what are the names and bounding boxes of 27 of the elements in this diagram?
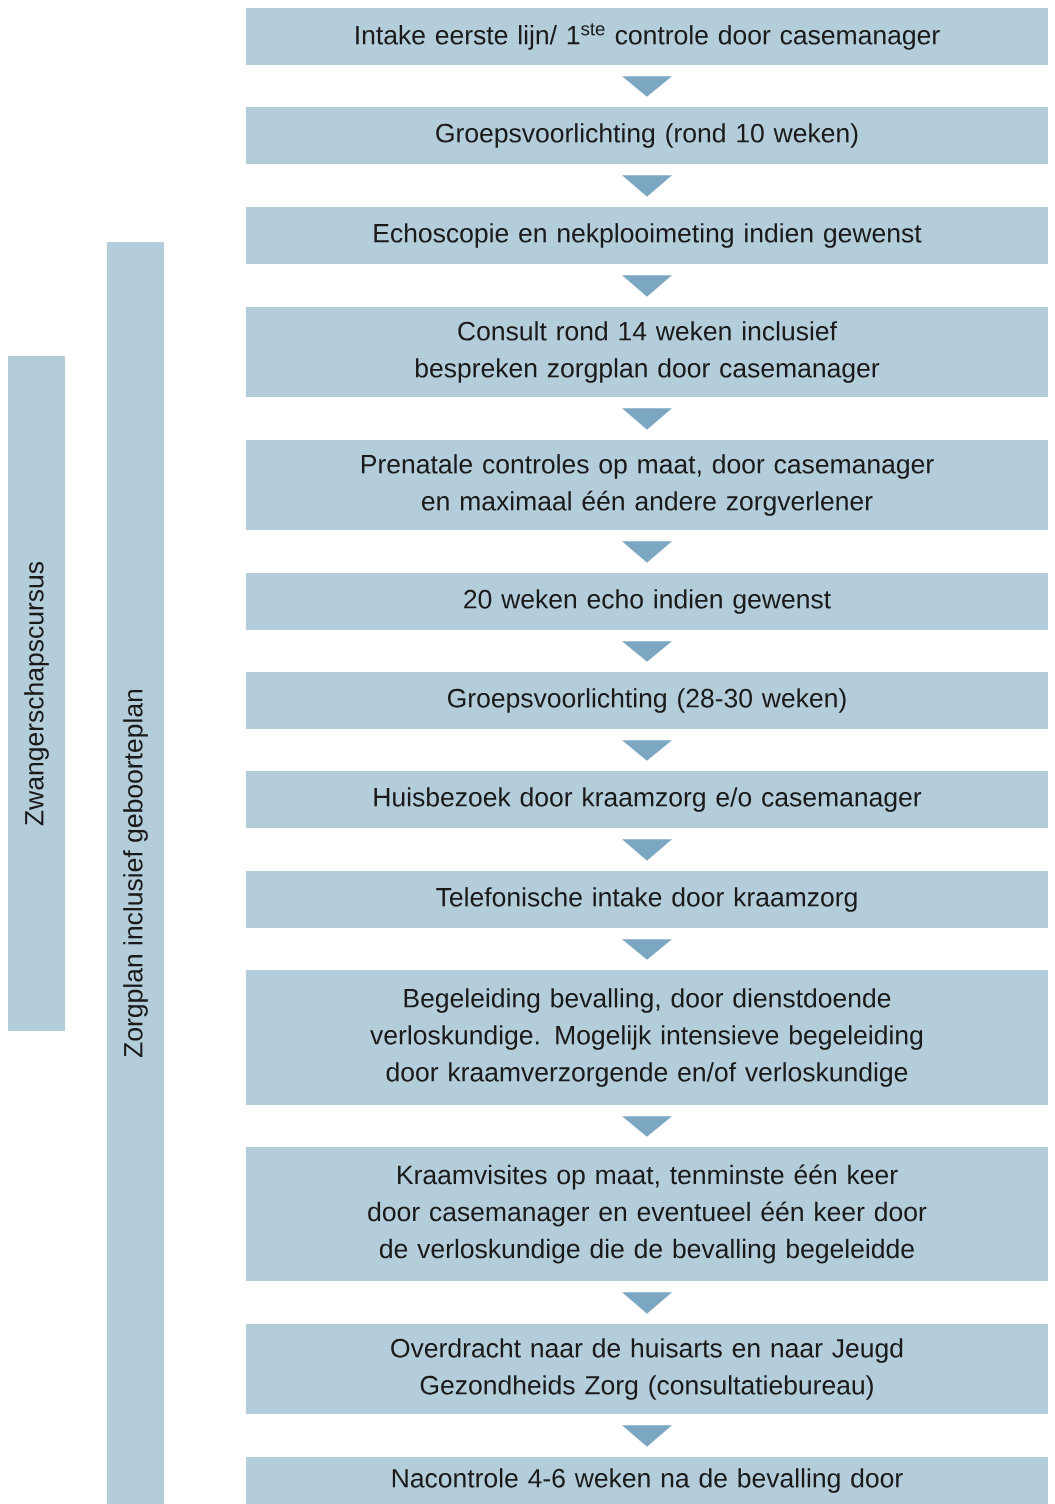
step-box: Groepsvoorlichting (rond 10 weken) — [246, 107, 1048, 164]
arrow — [622, 76, 672, 97]
step-box: Nacontrole 4-6 weken na de bevalling door — [246, 1457, 1048, 1504]
step-box: Echoscopie en nekplooimeting indien gewenst — [246, 207, 1048, 264]
arrow — [622, 939, 672, 960]
step-box: Huisbezoek door kraamzorg e/o casemanager — [246, 771, 1048, 828]
arrow — [622, 175, 672, 197]
arrow — [622, 641, 672, 662]
step-box: Begeleiding bevalling, door dienstdoende verloskundige. Mogelijk intensieve begeleiding door kraamverzorgende en/of verloskundige — [246, 970, 1048, 1105]
arrow — [622, 275, 672, 297]
side-band: Zorgplan inclusief geboorteplan — [107, 242, 164, 1504]
step-box: Overdracht naar de huisarts en naar Jeugd Gezondheids Zorg (consultatiebureau) — [246, 1324, 1048, 1414]
arrow — [622, 541, 672, 563]
arrow — [622, 1292, 672, 1314]
arrow — [622, 1116, 672, 1137]
arrow — [622, 740, 672, 761]
step-box: Groepsvoorlichting (28-30 weken) — [246, 672, 1048, 729]
arrow — [622, 1425, 672, 1447]
arrow — [622, 408, 672, 430]
side-band: Zwangerschapscursus — [8, 356, 65, 1031]
step-box: Consult rond 14 weken inclusief bespreken zorgplan door casemanager — [246, 307, 1048, 397]
step-box: Telefonische intake door kraamzorg — [246, 871, 1048, 928]
step-box: Intake eerste lijn/ 1$^{ste}$ controle door casemanager — [246, 8, 1048, 65]
step-box: Kraamvisites op maat, tenminste één keer door casemanager en eventueel één keer door de verloskundige die de bevalling begeleidde — [246, 1147, 1048, 1281]
step-box: 20 weken echo indien gewenst — [246, 573, 1048, 630]
arrow — [622, 839, 672, 861]
step-box: Prenatale controles op maat, door casemanager en maximaal één andere zorgverlener — [246, 440, 1048, 530]
